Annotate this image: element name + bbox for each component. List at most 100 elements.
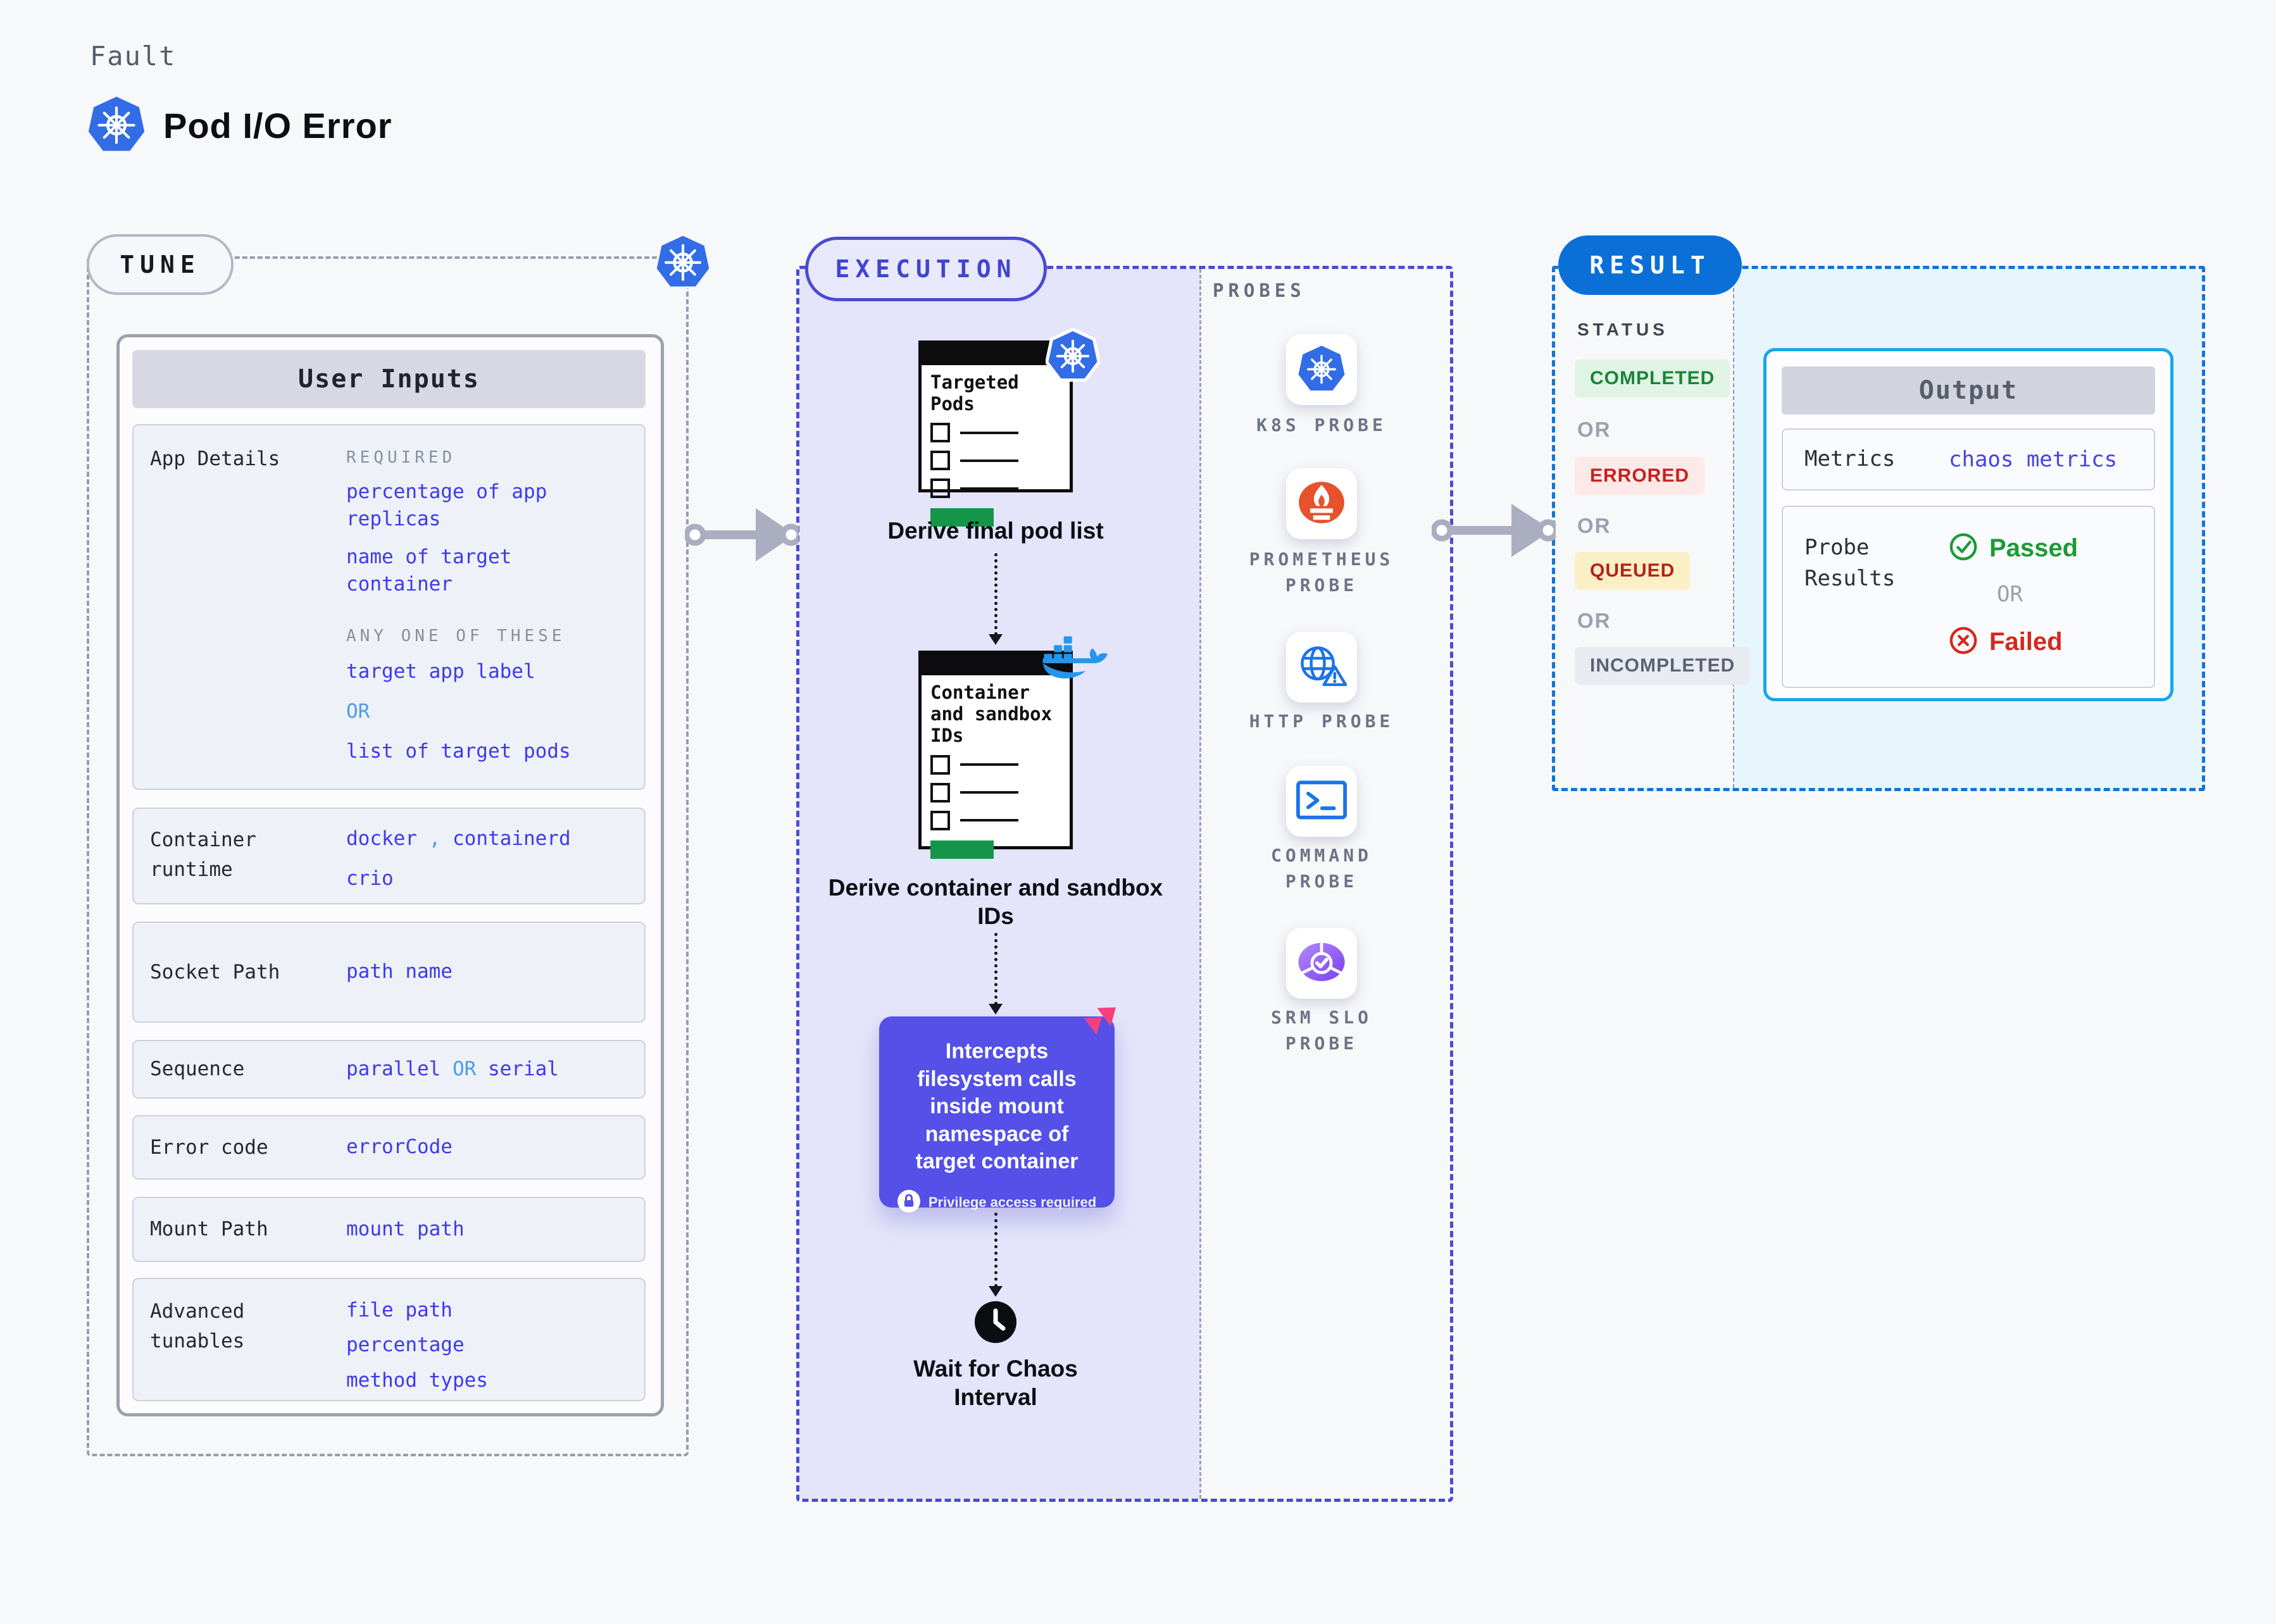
list-line [960,487,1018,490]
prometheus-icon [1297,478,1346,530]
value-item: method types [346,1368,488,1392]
probe-results-values: Passed OR Failed [1949,532,2078,687]
user-inputs-card: User Inputs App Details REQUIRED percent… [116,334,664,1416]
probes-heading: PROBES [1213,280,1306,301]
arrow-tune-to-execution [684,506,803,566]
value-item: path name [346,960,453,984]
row-sequence: Sequence parallel OR serial [132,1040,646,1099]
or-label: OR [346,699,370,723]
kubernetes-icon [87,95,146,156]
probe-results-label: Probe Results [1804,535,1896,592]
list-line [960,459,1018,462]
status-heading: STATUS [1577,320,1668,339]
document-title: Targeted Pods [930,372,1019,415]
list-line [960,791,1018,794]
value-item: list of target pods [346,740,571,763]
metrics-value: chaos metrics [1949,447,2118,472]
tune-section-pill: TUNE [87,234,234,295]
checklist-row [930,478,1061,499]
probe-card-prometheus [1286,468,1357,539]
kubernetes-icon [654,233,712,292]
or-label: OR [1577,609,1611,632]
checkbox-icon [930,423,950,443]
checkbox-icon [930,754,950,775]
row-label: Error code [150,1135,268,1159]
checkbox-icon [930,478,950,499]
row-label: Advanced tunables [150,1300,245,1352]
intercept-step-card: Intercepts filesystem calls inside mount… [879,1007,1116,1213]
arrow-down-icon [989,1004,1003,1015]
kubernetes-icon [1297,344,1346,395]
value-item: parallel OR serial [346,1057,559,1080]
row-socket-path: Socket Path path name [132,921,646,1023]
row-values: errorCode [346,1134,644,1161]
row-values: path name [346,958,644,985]
probe-label: SRM SLO PROBE [1270,1007,1372,1054]
document-title-bar [922,344,1070,365]
kubernetes-icon [1044,327,1101,385]
output-metrics-row: Metrics chaos metrics [1782,428,2155,490]
flow-connector [994,933,997,1005]
row-container-runtime: Container runtime docker , containerd cr… [132,808,646,904]
progress-bar [930,840,994,859]
globe-warning-icon [1296,642,1347,692]
document-title: Container and sandbox IDs [930,682,1053,747]
row-label: Sequence [150,1058,245,1081]
probe-label: PROMETHEUS PROBE [1249,549,1394,596]
status-badge-incompleted: INCOMPLETED [1575,647,1751,685]
probe-card-srm-slo [1286,928,1357,999]
row-values: REQUIRED percentage of app replicas name… [346,425,644,789]
execution-section-pill: EXECUTION [805,237,1047,301]
fault-eyebrow: Fault [90,41,177,72]
checkbox-icon [930,451,950,471]
or-label: OR [1577,514,1611,537]
list-line [960,763,1018,766]
value-item: errorCode [346,1135,453,1159]
progress-bar [930,508,994,527]
value-item: name of target container [346,545,512,596]
value-item: mount path [346,1217,465,1240]
checkbox-icon [930,810,950,830]
probe-card-command [1286,766,1357,837]
probe-label: COMMAND PROBE [1270,845,1372,892]
row-values: mount path [346,1216,644,1243]
chaos-badge-icon [1083,1003,1125,1042]
intercept-description: Intercepts filesystem calls inside mount… [915,1039,1079,1174]
row-values: parallel OR serial [346,1056,644,1083]
docker-icon [1042,634,1108,686]
row-values: file path percentage method types [346,1279,644,1400]
status-badge-completed: COMPLETED [1575,359,1730,397]
probe-label: K8S PROBE [1256,415,1387,435]
x-circle-icon [1949,626,1978,658]
failed-label: Failed [1989,627,2063,656]
row-error-code: Error code errorCode [132,1115,646,1180]
tune-section-box [87,256,689,1456]
probe-card-k8s [1286,334,1357,405]
probe-card-http [1286,632,1357,703]
step-caption: Wait for Chaos Interval [913,1356,1078,1411]
check-circle-icon [1949,532,1978,564]
list-line [960,431,1018,434]
output-probe-results-row: Probe Results Passed OR [1782,506,2155,688]
output-card: Output Metrics chaos metrics Probe Resul… [1763,348,2173,701]
page-title: Pod I/O Error [163,105,392,146]
row-label: Socket Path [150,960,280,984]
privilege-note: Privilege access required [928,1194,1097,1210]
row-advanced-tunables: Advanced tunables file path percentage m… [132,1278,646,1401]
value-item: crio [346,867,394,890]
row-label: Container runtime [150,828,256,881]
value-item: percentage of app replicas [346,480,547,531]
user-inputs-title: User Inputs [132,350,646,408]
value-item: target app label [346,659,535,683]
row-label: Mount Path [150,1218,268,1241]
list-line [960,819,1018,822]
value-item: percentage [346,1334,465,1357]
row-mount-path: Mount Path mount path [132,1197,646,1262]
row-label: App Details [150,447,280,470]
result-section-pill: RESULT [1558,235,1742,295]
arrow-execution-to-result [1430,502,1560,561]
checklist-row [930,782,1061,803]
output-title: Output [1782,366,2155,415]
checkbox-icon [930,782,950,803]
